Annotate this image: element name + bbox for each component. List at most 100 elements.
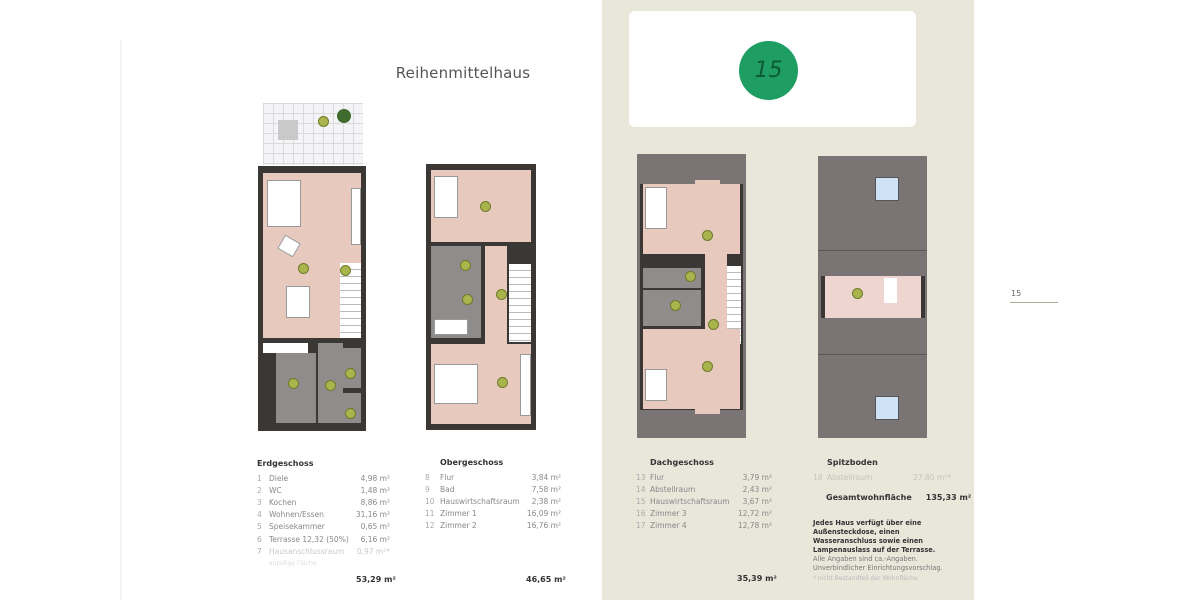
room-name: Bad [440,484,455,494]
room-area: 31,16 m² [355,510,390,520]
room-number: 10 [425,496,435,506]
ridge-line [818,250,927,251]
lamp-icon [460,260,471,271]
room-area: 12,78 m² [737,521,772,531]
lamp-icon [318,116,329,127]
stair-eg [340,263,361,338]
room-area: 1,48 m² [360,485,390,495]
wardrobe-icon [520,354,531,416]
room-area: 3,79 m² [742,472,772,482]
page-edge [120,40,122,600]
lamp-icon [497,377,508,388]
room-area: 27,80 m²* [913,472,951,482]
page-number: 15 [1011,289,1022,298]
outer-margin [974,0,1200,600]
room-number: 6 [257,534,262,544]
room-area: 16,76 m² [526,521,561,531]
stair-dg [727,266,741,344]
plant-icon [337,109,351,123]
room-number: 18 [813,472,823,482]
total-living-area-label: Gesamtwohnfläche [826,493,912,502]
lamp-icon [708,319,719,330]
room-number: 11 [425,509,435,519]
lamp-icon [702,361,713,372]
floorplan-erdgeschoss [258,103,368,438]
room-area: 6,16 m² [360,534,390,544]
room-name: Hauswirtschaftsraum [650,496,730,506]
lamp-icon [298,263,309,274]
section-heading: Erdgeschoss [257,459,314,468]
room-name: Zimmer 4 [650,521,687,531]
room-number: 15 [636,496,646,506]
info-note-line1: Alle Angaben sind ca.-Angaben. [813,555,918,563]
room-row: 7 Hausanschlussraum 0,97 m²* [257,545,390,557]
lamp-icon [340,265,351,276]
page-number-rule [1010,302,1058,303]
house-number: 15 [754,58,783,83]
room-number: 9 [425,484,430,494]
dormer-bottom [695,384,720,414]
info-note: Jedes Haus verfügt über eine Außensteckd… [813,519,963,573]
room-name: Kochen [269,497,297,507]
floor-total-dachgeschoss: 35,39 m² [737,574,777,583]
skylight-icon [875,177,899,201]
lamp-icon [345,368,356,379]
room-name: Diele [269,473,289,483]
room-area: 2,43 m² [742,484,772,494]
skylight-icon [875,396,899,420]
lamp-icon [325,380,336,391]
room-area: 7,58 m² [531,484,561,494]
sofa-icon [267,180,301,227]
bathtub-icon [434,319,468,335]
room-area: 12,72 m² [737,509,772,519]
section-heading: Dachgeschoss [650,458,714,467]
lamp-icon [685,271,696,282]
room-number: 7 [257,546,262,556]
info-note-line2: Unverbindlicher Einrichtungsvorschlag. [813,564,943,572]
room-area: 16,09 m² [526,509,561,519]
attic-hatch [884,278,897,303]
section-heading: Spitzboden [827,458,878,467]
info-note-bold: Jedes Haus verfügt über eine Außensteckd… [813,519,936,554]
room-name: Flur [650,472,665,482]
lamp-icon [496,289,507,300]
lamp-icon [345,408,356,419]
room-name: Hausanschlussraum [269,546,345,556]
desk-icon [645,369,667,401]
room-name: Abstellraum [650,484,696,494]
room-number: 8 [425,472,430,482]
room-name: Zimmer 1 [440,509,477,519]
room-name: Zimmer 3 [650,509,687,519]
tv-unit-icon [351,188,361,245]
room-area: 0,97 m²* [356,546,390,556]
bed-icon [434,176,458,218]
lamp-icon [852,288,863,299]
dormer-top [695,180,720,210]
page-title: Reihenmittelhaus [395,64,531,82]
footnote-line: anteilige Fläche [269,559,317,567]
room-row: 14 Abstellraum 2,43 m² [636,483,772,495]
room-area: 3,84 m² [531,472,561,482]
ridge-line [818,354,927,355]
room-number: 4 [257,510,262,520]
lamp-icon [702,230,713,241]
room-name: WC [269,485,282,495]
floorplan-dachgeschoss [637,154,746,438]
room-number: 16 [636,509,646,519]
room-number: 14 [636,484,646,494]
dining-table-icon [286,286,310,318]
terrace-table-icon [278,120,298,140]
